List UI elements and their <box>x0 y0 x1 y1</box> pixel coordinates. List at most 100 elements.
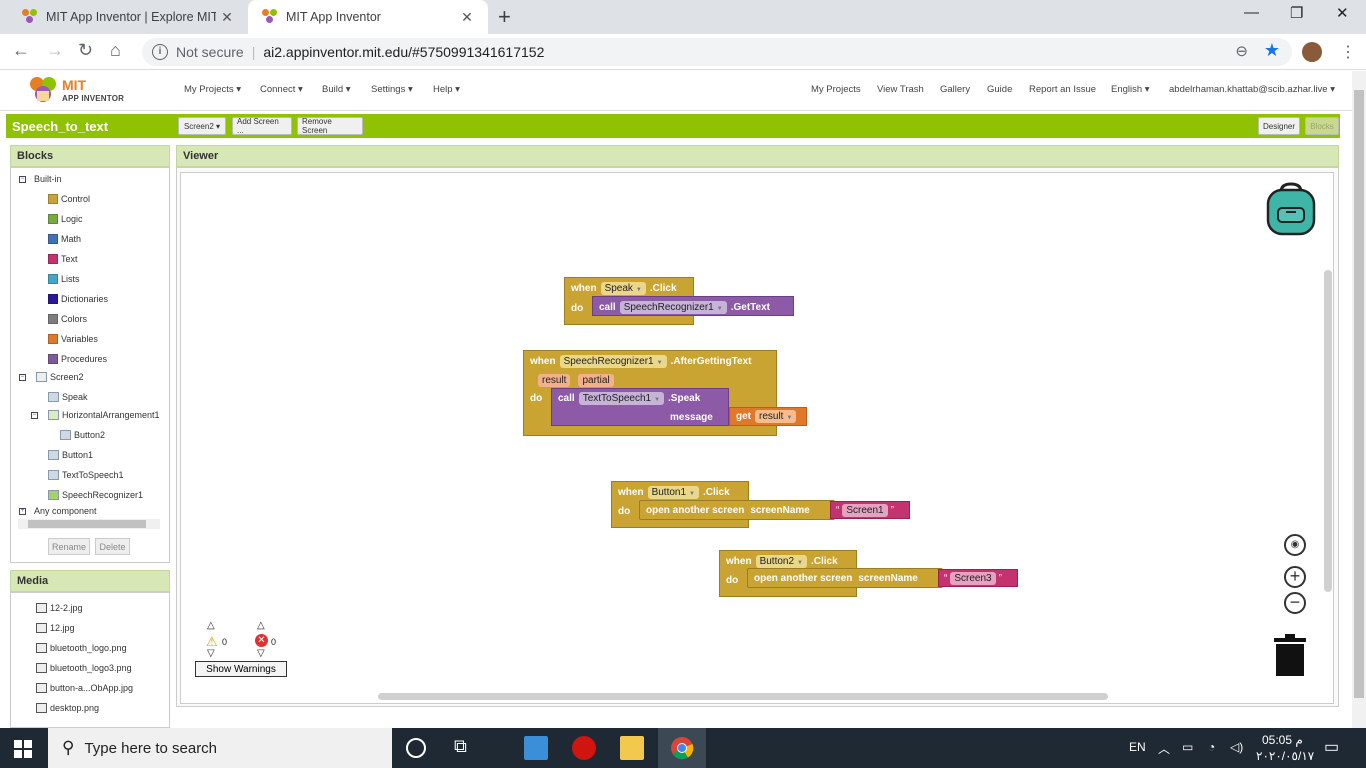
link-guide[interactable]: Guide <box>987 84 1013 95</box>
get-variable-block[interactable]: get result▼ <box>729 407 807 426</box>
task-view-icon[interactable]: ⧉ <box>454 736 467 756</box>
add-screen-button[interactable]: Add Screen ... <box>232 117 292 135</box>
tree-item-colors[interactable]: Colors <box>48 314 87 324</box>
open-another-screen-block[interactable]: open another screen screenName <box>747 568 943 588</box>
component-dropdown[interactable]: Button1▼ <box>647 485 699 499</box>
close-icon[interactable]: ✕ <box>221 8 233 25</box>
collapse-toggle-icon[interactable]: − <box>19 176 26 183</box>
link-view-trash[interactable]: View Trash <box>877 84 924 95</box>
zoom-out-icon[interactable]: − <box>1284 592 1306 614</box>
taskbar-search-box[interactable]: ⚲ Type here to search <box>48 728 392 768</box>
call-block-get-text[interactable]: call SpeechRecognizer1▼ .GetText <box>592 296 794 316</box>
url-bar[interactable]: i Not secure | ai2.appinventor.mit.edu/#… <box>142 38 1292 66</box>
collapse-toggle-icon[interactable]: − <box>19 374 26 381</box>
zoom-icon[interactable]: ⊖ <box>1235 43 1248 60</box>
tree-item-text-to-speech[interactable]: TextToSpeech1 <box>48 470 124 480</box>
media-item[interactable]: 12.jpg <box>36 623 75 633</box>
minimize-icon[interactable]: — <box>1244 4 1259 21</box>
tree-item-dictionaries[interactable]: Dictionaries <box>48 294 108 304</box>
opera-icon[interactable] <box>572 736 596 760</box>
mit-app-inventor-logo[interactable]: MIT APP INVENTOR <box>28 75 138 105</box>
link-report-issue[interactable]: Report an Issue <box>1029 84 1097 95</box>
window-close-icon[interactable]: ✕ <box>1336 5 1349 22</box>
menu-help[interactable]: Help ▾ <box>433 84 460 95</box>
browser-menu-icon[interactable]: ⋮ <box>1340 44 1356 61</box>
text-string-block[interactable]: “ Screen1 ” <box>830 501 910 519</box>
page-scrollbar-thumb[interactable] <box>1354 90 1364 698</box>
backpack-icon[interactable] <box>1264 182 1318 236</box>
back-icon[interactable]: ← <box>12 40 30 60</box>
tree-item-math[interactable]: Math <box>48 234 81 244</box>
file-explorer-icon[interactable] <box>620 736 644 760</box>
blocks-workspace[interactable] <box>180 172 1334 704</box>
call-block-speak[interactable]: call TextToSpeech1▼ .Speak message <box>551 388 729 426</box>
tree-item-procedures[interactable]: Procedures <box>48 354 107 364</box>
trash-icon[interactable] <box>1272 634 1308 678</box>
screen-dropdown[interactable]: Screen2 ▾ <box>178 117 226 135</box>
zoom-in-icon[interactable]: + <box>1284 566 1306 588</box>
blocks-button[interactable]: Blocks <box>1305 117 1339 135</box>
warning-prev-icon[interactable]: △ <box>207 620 215 631</box>
tree-item-button1[interactable]: Button1 <box>48 450 93 460</box>
tray-chevron-icon[interactable]: ︿ <box>1158 742 1171 756</box>
language-dropdown[interactable]: English ▾ <box>1111 84 1150 95</box>
home-icon[interactable]: ⌂ <box>110 40 121 60</box>
clock-time[interactable]: 05:05 م <box>1262 733 1303 747</box>
menu-build[interactable]: Build ▾ <box>322 84 351 95</box>
tree-item-horizontal-arrangement[interactable]: HorizontalArrangement1 <box>48 410 160 420</box>
media-item[interactable]: button-a...ObApp.jpg <box>36 683 133 693</box>
windows-start-icon[interactable] <box>14 740 32 758</box>
media-item[interactable]: 12-2.jpg <box>36 603 83 613</box>
recenter-icon[interactable]: ◉ <box>1284 534 1306 556</box>
component-dropdown[interactable]: TextToSpeech1▼ <box>578 391 665 405</box>
tree-item-text[interactable]: Text <box>48 254 78 264</box>
browser-tab-app-inventor[interactable]: MIT App Inventor ✕ <box>248 0 488 34</box>
menu-my-projects[interactable]: My Projects ▾ <box>184 84 242 95</box>
component-dropdown[interactable]: Speak▼ <box>600 281 646 295</box>
workspace-vertical-scrollbar[interactable] <box>1324 270 1332 592</box>
clock-date[interactable]: ٢٠٢٠/٠٥/١٧ <box>1256 749 1315 763</box>
component-dropdown[interactable]: SpeechRecognizer1▼ <box>559 354 667 368</box>
workspace-horizontal-scrollbar[interactable] <box>378 693 1108 700</box>
menu-connect[interactable]: Connect ▾ <box>260 84 303 95</box>
cortana-icon[interactable] <box>406 738 426 758</box>
component-dropdown[interactable]: Button2▼ <box>755 554 807 568</box>
bookmark-star-icon[interactable]: ★ <box>1263 40 1280 60</box>
forward-icon[interactable]: → <box>46 40 64 60</box>
param-result[interactable]: result <box>538 373 571 387</box>
remove-screen-button[interactable]: Remove Screen <box>297 117 363 135</box>
variable-dropdown[interactable]: result▼ <box>755 410 797 423</box>
text-string-block[interactable]: “ Screen3 ” <box>938 569 1018 587</box>
warning-next-icon[interactable]: ▽ <box>207 648 215 659</box>
tree-any-component[interactable]: Any component <box>34 506 97 516</box>
expand-toggle-icon[interactable]: + <box>19 508 26 515</box>
tree-item-speech-recognizer[interactable]: SpeechRecognizer1 <box>48 490 143 500</box>
param-partial[interactable]: partial <box>578 373 614 387</box>
desktop-app-icon[interactable] <box>524 736 548 760</box>
account-dropdown[interactable]: abdelrhaman.khattab@scib.azhar.live ▾ <box>1169 84 1335 95</box>
link-gallery[interactable]: Gallery <box>940 84 971 95</box>
input-language[interactable]: EN <box>1129 740 1146 754</box>
tree-item-lists[interactable]: Lists <box>48 274 80 284</box>
volume-icon[interactable]: ◁) <box>1230 740 1244 754</box>
tree-item-control[interactable]: Control <box>48 194 90 204</box>
show-warnings-button[interactable]: Show Warnings <box>195 661 287 677</box>
menu-settings[interactable]: Settings ▾ <box>371 84 413 95</box>
blocks-tree-scrollbar[interactable] <box>18 519 160 529</box>
rename-button[interactable]: Rename <box>48 538 90 555</box>
component-dropdown[interactable]: SpeechRecognizer1▼ <box>619 300 727 314</box>
maximize-icon[interactable]: ❐ <box>1290 5 1304 22</box>
media-item[interactable]: bluetooth_logo3.png <box>36 663 132 673</box>
event-block-button2-click[interactable]: when Button2▼ .Click do <box>719 550 857 597</box>
new-tab-icon[interactable]: + <box>498 4 511 29</box>
tree-item-variables[interactable]: Variables <box>48 334 98 344</box>
tree-item-speak[interactable]: Speak <box>48 392 88 402</box>
media-item[interactable]: bluetooth_logo.png <box>36 643 127 653</box>
scrollbar-thumb[interactable] <box>28 520 146 528</box>
info-icon[interactable]: i <box>152 44 168 60</box>
media-item[interactable]: desktop.png <box>36 703 99 713</box>
wifi-icon[interactable]: ◔ <box>1208 740 1216 754</box>
tree-item-screen2[interactable]: Screen2 <box>36 372 84 382</box>
link-my-projects[interactable]: My Projects <box>811 84 861 95</box>
collapse-toggle-icon[interactable]: − <box>31 412 38 419</box>
